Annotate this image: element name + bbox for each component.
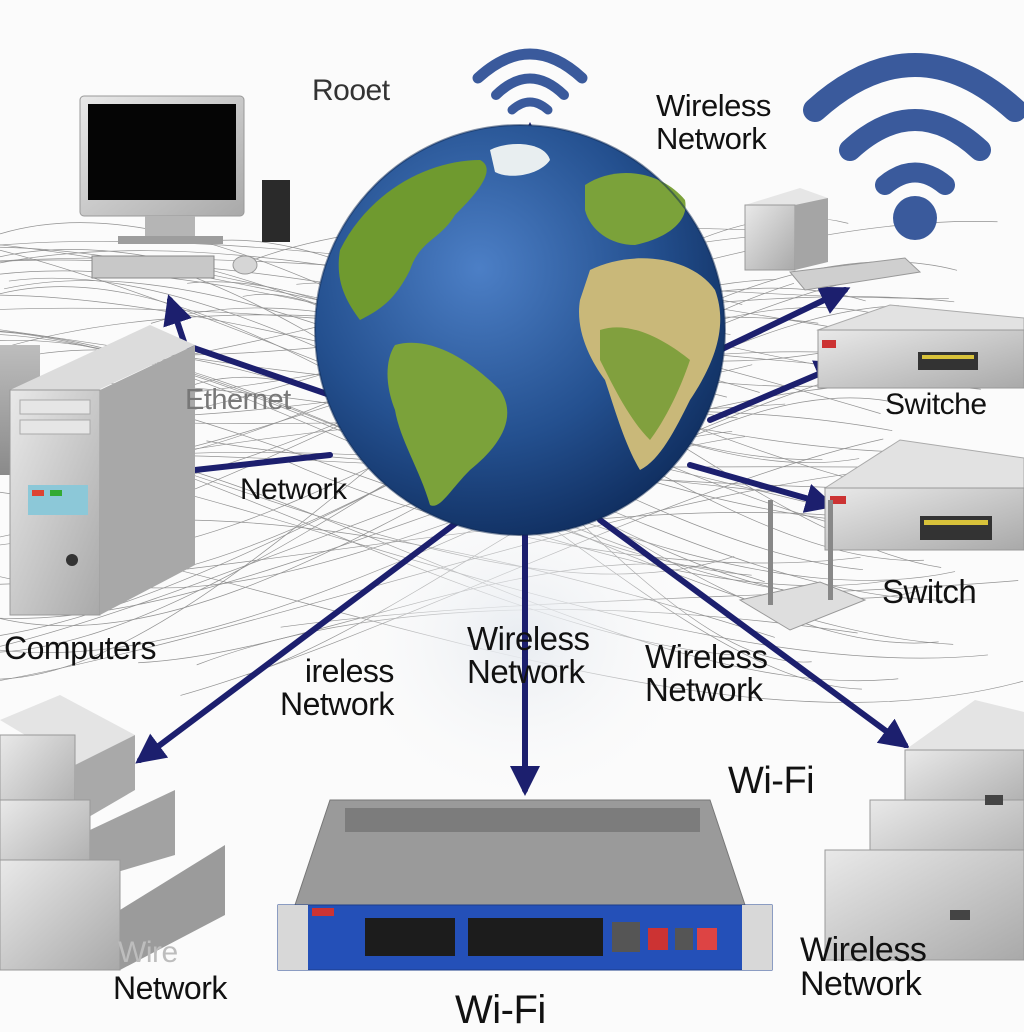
label-computers: Computers [4, 630, 157, 666]
arrow-to-top-right [717, 286, 851, 353]
label-network-left: Network [240, 473, 347, 506]
globe-icon [314, 124, 726, 536]
network-device-stack [824, 700, 1024, 961]
label-wifi-bottom: Wi-Fi [455, 988, 546, 1032]
arrow-to-bottom-right [597, 517, 910, 749]
network-switch-icon [738, 439, 1024, 631]
label-wireless-bottom-right: Wireless Network [800, 931, 927, 1003]
label-switch-right-2: Switch [882, 573, 977, 610]
network-switch-icon [277, 799, 773, 971]
label-router: Rooet [312, 74, 390, 107]
label-wireless-top: Wireless Network [656, 88, 771, 156]
label-ethernet: Ethernet [185, 384, 291, 416]
globe-reflection [330, 470, 710, 810]
wifi-icon [472, 48, 588, 115]
label-wireless-right-center: Wireless Network [645, 638, 768, 708]
arrow-to-bottom-left [135, 517, 463, 764]
network-device-stack [0, 695, 225, 971]
arrow-to-switch-2 [687, 462, 836, 513]
label-wireless-left-center: ireless Network [280, 653, 394, 722]
wifi-icon-large [803, 53, 1024, 240]
computer-tower-icon [744, 188, 922, 291]
label-wireless-center: Wireless Network [467, 620, 590, 690]
network-switch-icon [816, 304, 1024, 389]
monitor-icon [79, 95, 290, 279]
computer-tower-icon [0, 325, 195, 616]
arrow-ethernet [192, 452, 333, 473]
label-switch-right-1: Switche [885, 388, 987, 421]
label-wifi-right: Wi-Fi [728, 760, 815, 802]
label-wire-bottom-left: Wire [118, 936, 178, 969]
label-network-bottom-left: Network [113, 970, 227, 1006]
